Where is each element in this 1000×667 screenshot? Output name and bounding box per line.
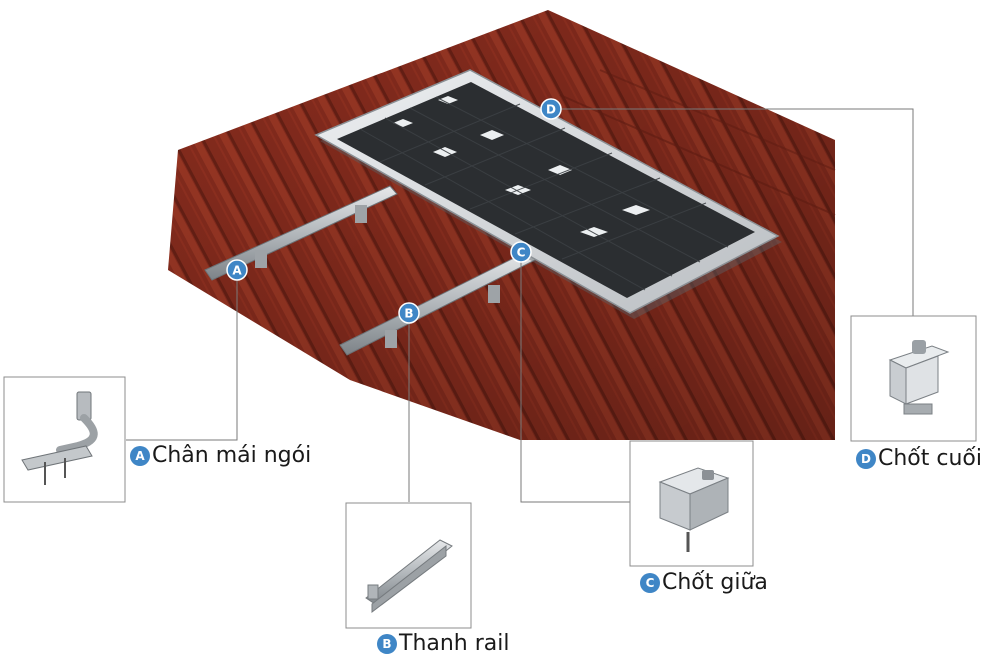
callout-box-B bbox=[345, 502, 472, 629]
callout-label-C: C Chốt giữa bbox=[640, 570, 768, 595]
badge-B: B bbox=[377, 633, 397, 654]
badge-C: C bbox=[640, 572, 660, 593]
callout-box-D bbox=[850, 315, 977, 442]
marker-letter: B bbox=[404, 307, 413, 321]
callout-label-A: A Chân mái ngói bbox=[130, 443, 311, 468]
callout-label-B: B Thanh rail bbox=[377, 631, 510, 656]
callout-text-D: Chốt cuối bbox=[878, 446, 982, 471]
marker-A: A bbox=[226, 259, 248, 281]
marker-letter: D bbox=[546, 103, 556, 117]
callout-label-D: D Chốt cuối bbox=[856, 446, 982, 471]
callout-box-A bbox=[3, 376, 126, 503]
mid-clamp-icon bbox=[658, 467, 730, 552]
marker-C: C bbox=[510, 241, 532, 263]
badge-D: D bbox=[856, 448, 876, 469]
callout-text-B: Thanh rail bbox=[399, 631, 510, 656]
mounting-rails bbox=[204, 185, 538, 356]
marker-letter: C bbox=[517, 246, 526, 260]
callout-text-C: Chốt giữa bbox=[662, 570, 768, 595]
callout-box-C bbox=[629, 440, 754, 567]
marker-letter: A bbox=[232, 264, 242, 278]
callout-text-A: Chân mái ngói bbox=[152, 443, 312, 468]
roof-hook-icon bbox=[21, 391, 98, 485]
mounting-rail-icon bbox=[365, 539, 453, 614]
badge-A: A bbox=[130, 445, 150, 466]
end-clamp-icon bbox=[888, 340, 950, 415]
leader-lines bbox=[126, 108, 914, 503]
marker-D: D bbox=[540, 98, 562, 120]
solar-panel bbox=[314, 69, 782, 319]
marker-B: B bbox=[398, 302, 420, 324]
